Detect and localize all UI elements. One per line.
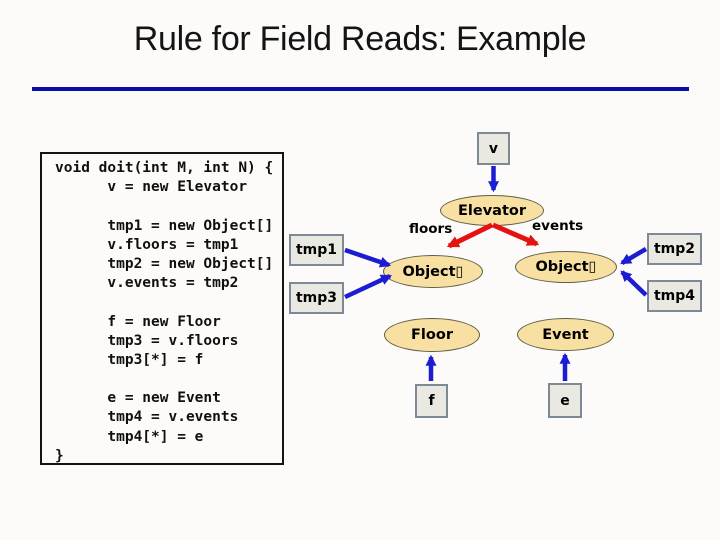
code-line: tmp4 = v.events — [55, 409, 239, 426]
code-line: e = new Event — [55, 390, 221, 407]
code-line: tmp4[*] = e — [55, 428, 204, 445]
arrow-tmp3-to-floors-array — [344, 273, 392, 300]
code-line: tmp3[*] = f — [55, 351, 204, 368]
var-box-tmp1: tmp1 — [289, 234, 344, 266]
heap-node-floor: Floor — [384, 318, 480, 352]
code-line — [55, 293, 282, 312]
code-line: tmp1 = new Object[] — [55, 217, 274, 234]
heap-node-event: Event — [517, 318, 614, 351]
arrow-tmp4-to-events-array — [620, 270, 648, 297]
arrow-elevator-floors-field — [446, 222, 494, 249]
var-box-f: f — [415, 384, 448, 418]
code-line: tmp2 = new Object[] — [55, 255, 274, 272]
code-line: } — [55, 447, 64, 464]
code-line: v.events = tmp2 — [55, 275, 239, 292]
arrow-elevator-events-field — [492, 222, 540, 247]
arrow-tmp2-to-events-array — [620, 247, 648, 265]
title-rule — [32, 87, 689, 91]
code-line: f = new Floor — [55, 313, 221, 330]
arrow-tmp1-to-floors-array — [344, 247, 392, 268]
var-box-tmp2: tmp2 — [647, 233, 702, 265]
var-box-v: v — [477, 132, 510, 165]
var-box-tmp4: tmp4 — [647, 280, 702, 312]
field-label-floors: floors — [409, 221, 453, 237]
code-line: v = new Elevator — [55, 179, 248, 196]
code-line: void doit(int M, int N) { — [55, 160, 274, 176]
var-box-e: e — [548, 383, 582, 418]
field-label-events: events — [532, 218, 584, 234]
slide-title: Rule for Field Reads: Example — [133, 20, 587, 58]
code-panel: void doit(int M, int N) { v = new Elevat… — [40, 152, 284, 465]
var-box-tmp3: tmp3 — [289, 282, 344, 314]
code-line: v.floors = tmp1 — [55, 236, 239, 253]
heap-node-elevator: Elevator — [440, 195, 544, 226]
code-line: tmp3 = v.floors — [55, 332, 239, 349]
code-line — [55, 370, 282, 389]
heap-node-floors-array: Object▯ — [383, 255, 483, 288]
code-line — [55, 197, 282, 216]
heap-node-events-array: Object▯ — [515, 251, 617, 283]
